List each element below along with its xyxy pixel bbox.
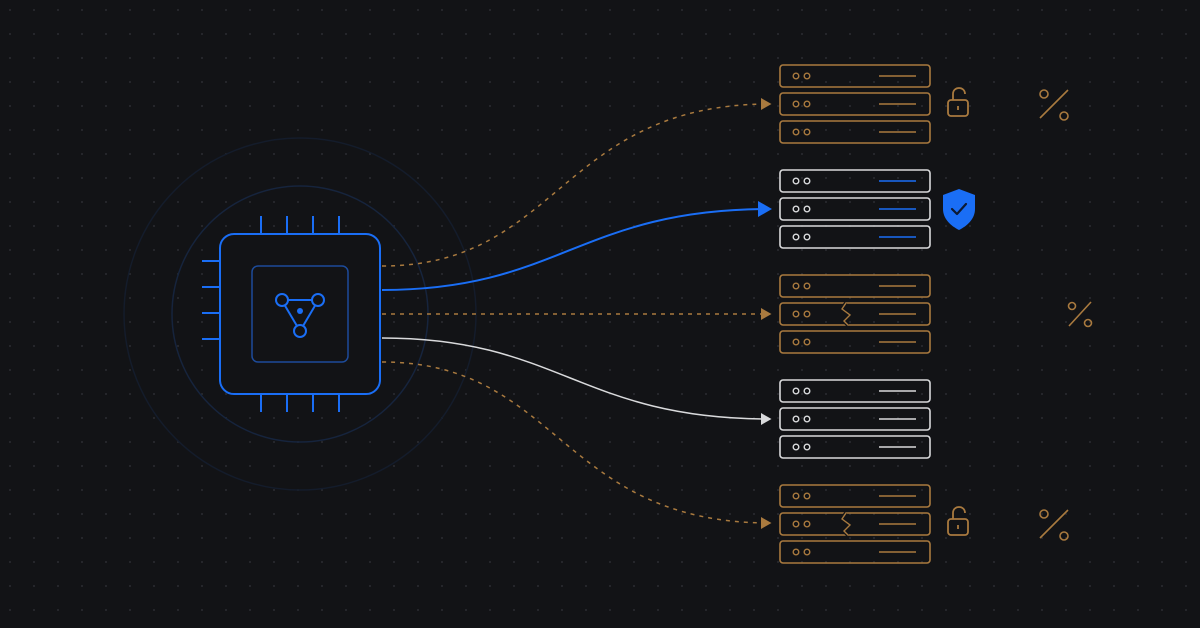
connection-rack-2 — [381, 201, 772, 291]
percent-icon — [1039, 89, 1069, 121]
connection-rack-4 — [381, 337, 772, 425]
processor-chip-icon — [202, 216, 381, 412]
server-unit — [779, 302, 931, 326]
server-rack-5 — [779, 484, 931, 564]
server-unit — [779, 169, 931, 193]
server-unit — [779, 64, 931, 88]
server-unit — [779, 197, 931, 221]
connection-rack-5 — [381, 361, 772, 529]
server-unit — [779, 92, 931, 116]
server-rack-3 — [779, 274, 931, 354]
server-unit — [779, 120, 931, 144]
network-nodes-icon — [275, 293, 325, 338]
server-unit — [779, 225, 931, 249]
server-unit — [779, 379, 931, 403]
server-unit — [779, 274, 931, 298]
server-unit — [779, 330, 931, 354]
connection-rack-1 — [381, 98, 772, 267]
percent-icon — [1039, 509, 1069, 541]
server-unit — [779, 512, 931, 536]
server-unit — [779, 540, 931, 564]
server-rack-4 — [779, 379, 931, 459]
crack-mark — [841, 302, 852, 326]
open-padlock-icon — [947, 506, 969, 536]
server-unit — [779, 484, 931, 508]
server-rack-1 — [779, 64, 931, 144]
server-unit — [779, 435, 931, 459]
open-padlock-icon — [947, 87, 969, 117]
percent-icon — [1067, 301, 1093, 328]
crack-mark — [841, 512, 852, 536]
server-unit — [779, 407, 931, 431]
server-rack-2 — [779, 169, 931, 249]
shield-check-icon — [943, 189, 975, 230]
connections — [381, 98, 772, 529]
